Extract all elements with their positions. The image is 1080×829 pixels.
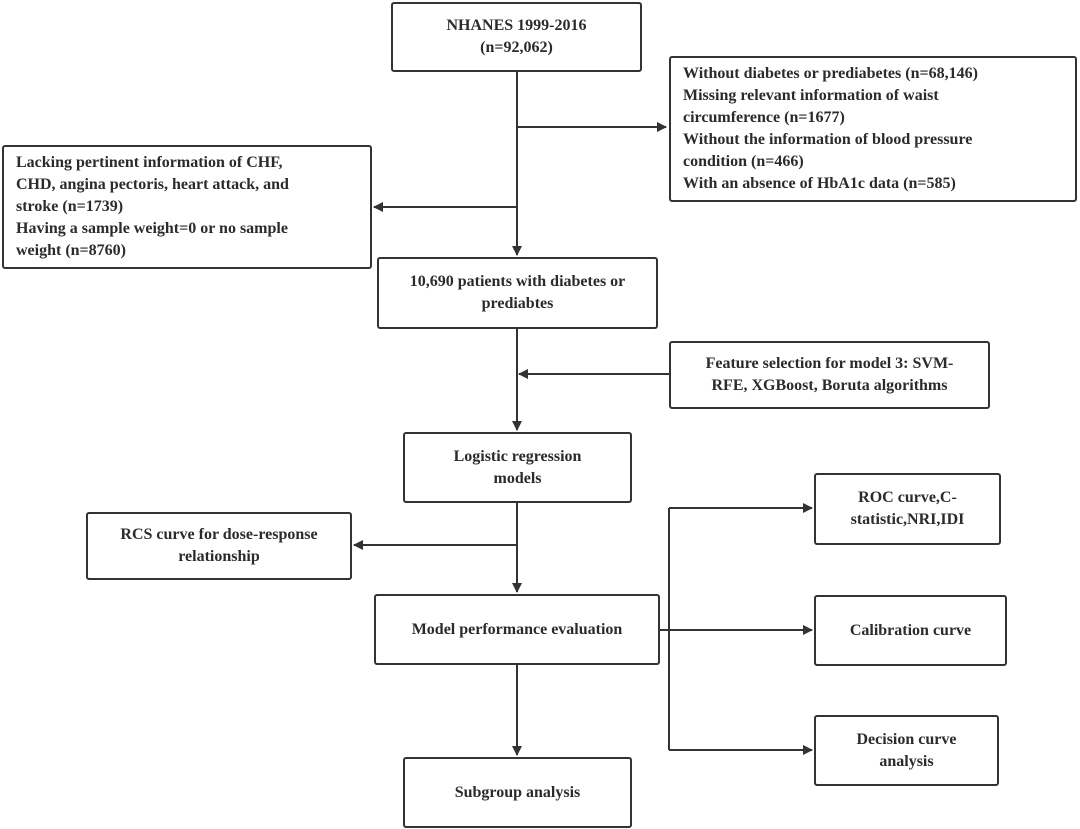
- node-subgroup-analysis-label: Subgroup analysis: [454, 783, 581, 801]
- node-exclusion-1-line-2: Missing relevant information of waist: [683, 87, 939, 104]
- node-rcs-curve-line-2: relationship: [178, 548, 260, 565]
- node-feature-selection: Feature selection for model 3: SVM- RFE,…: [669, 341, 990, 409]
- node-model-evaluation-label: Model performance evaluation: [411, 620, 623, 638]
- node-decision-curve-line-2: analysis: [879, 752, 934, 770]
- node-rcs-curve-line-1: RCS curve for dose-response: [120, 526, 318, 543]
- node-exclusion-2-line-4: Having a sample weight=0 or no sample: [16, 220, 288, 237]
- node-exclusion-1: Without diabetes or prediabetes (n=68,14…: [669, 56, 1077, 202]
- node-exclusion-1-line-3: circumference (n=1677): [683, 109, 845, 126]
- node-exclusion-1-line-1: Without diabetes or prediabetes (n=68,14…: [683, 65, 978, 82]
- node-exclusion-1-line-5: condition (n=466): [683, 153, 804, 170]
- node-roc-curve-line-2: statistic,NRI,IDI: [850, 511, 965, 528]
- node-calibration-curve: Calibration curve: [814, 595, 1007, 666]
- node-subgroup-analysis: Subgroup analysis: [403, 757, 632, 828]
- node-nhanes-line-1: NHANES 1999-2016: [446, 17, 587, 34]
- node-exclusion-2-line-2: CHD, angina pectoris, heart attack, and: [16, 176, 289, 193]
- node-feature-selection-line-1: Feature selection for model 3: SVM-: [705, 355, 954, 372]
- node-patients: 10,690 patients with diabetes or prediab…: [377, 257, 658, 329]
- node-exclusion-2-line-3: stroke (n=1739): [16, 198, 124, 215]
- node-exclusion-1-line-6: With an absence of HbA1c data (n=585): [683, 175, 956, 192]
- node-rcs-curve: RCS curve for dose-response relationship: [86, 512, 352, 580]
- node-decision-curve: Decision curve analysis: [814, 715, 999, 786]
- node-feature-selection-line-2: RFE, XGBoost, Boruta algorithms: [711, 377, 948, 394]
- node-nhanes-line-2: (n=92,062): [480, 39, 553, 56]
- node-model-evaluation: Model performance evaluation: [374, 594, 660, 665]
- node-logistic-regression: Logistic regression models: [403, 432, 632, 503]
- node-exclusion-2-line-5: weight (n=8760): [16, 242, 126, 259]
- node-patients-line-2: prediabtes: [481, 295, 554, 312]
- node-patients-line-1: 10,690 patients with diabetes or: [409, 273, 626, 290]
- node-nhanes: NHANES 1999-2016 (n=92,062): [391, 2, 642, 72]
- node-exclusion-2-line-1: Lacking pertinent information of CHF,: [16, 154, 283, 171]
- node-roc-curve-line-1: ROC curve,C-: [858, 489, 957, 506]
- node-logistic-regression-line-2: models: [493, 469, 542, 487]
- node-roc-curve: ROC curve,C- statistic,NRI,IDI: [814, 473, 1001, 545]
- node-logistic-regression-line-1: Logistic regression: [453, 447, 582, 465]
- node-exclusion-1-line-4: Without the information of blood pressur…: [683, 131, 973, 148]
- node-exclusion-2: Lacking pertinent information of CHF, CH…: [2, 145, 372, 269]
- node-decision-curve-line-1: Decision curve: [856, 730, 957, 748]
- node-calibration-curve-label: Calibration curve: [849, 621, 972, 639]
